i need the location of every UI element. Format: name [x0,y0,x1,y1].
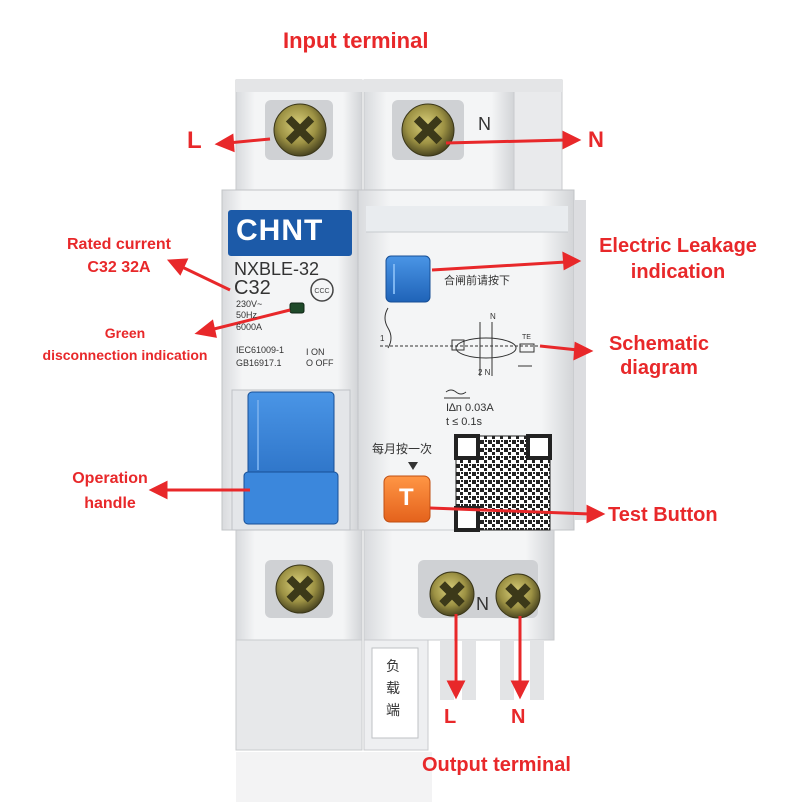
schematic-line-2: diagram [620,357,698,379]
output-n-label: N [511,706,526,728]
ccc-mark-icon: CCC [310,278,334,302]
leakage-indicator-button [385,255,431,303]
standard-iec: IEC61009-1 [236,345,285,355]
leakage-indication-label: Electric Leakage indication [578,233,778,285]
top-n-mark: N [478,114,491,134]
green-line-2: disconnection indication [42,347,208,363]
arrow-icon [148,130,606,700]
load-char-1: 负 [386,658,400,674]
schematic-top-n: N [490,312,496,321]
standard-gb: GB16917.1 [236,358,282,368]
rated-current-label: Rated current C32 32A [44,233,194,279]
schematic-line-1: Schematic [608,333,710,355]
monthly-test-hint: 每月按一次 [372,442,433,456]
terminal-screw-icon [275,564,325,614]
brand-logo: CHNT [236,214,324,247]
leakage-hint: 合闸前请按下 [444,275,510,287]
schematic-diagram-label: Schematic diagram [594,332,724,380]
rated-current-line-2: C32 32A [87,259,151,276]
input-terminal-label: Input terminal [283,28,429,53]
operation-line-2: handle [84,495,136,512]
model-number: NXBLE-32 [234,259,320,279]
green-indication-label: Green disconnection indication [22,322,228,366]
brand-plate [228,210,352,256]
test-button-label: Test Button [608,504,718,526]
terminal-screw-icon [401,103,455,157]
schematic-bottom: 2 N [478,368,491,377]
rating-code: C32 [234,277,271,299]
schematic-top-1: 1 [380,334,385,343]
on-label: I ON [306,347,325,357]
leakage-line-1: Electric Leakage [599,235,757,257]
test-button [383,475,431,523]
spec-breaking-capacity: 6000A [236,322,263,332]
terminal-screw-icon [495,573,541,619]
schematic-drawing [380,307,540,376]
bottom-n-mark: N [476,594,489,614]
terminal-screw-icon [429,571,475,617]
svg-text:CCC: CCC [314,288,329,295]
leakage-line-2: indication [630,261,726,283]
output-terminal-label: Output terminal [422,754,571,776]
spec-frequency: 50Hz [236,310,258,320]
load-char-2: 载 [386,680,400,696]
spec-voltage: 230V~ [236,299,263,309]
operation-line-1: Operation [72,470,148,487]
operation-handle-label: Operation handle [50,466,170,516]
green-line-1: Green [104,325,146,341]
test-key[interactable]: T [399,484,414,511]
rated-current-line-1: Rated current [66,236,172,253]
input-n-label: N [588,127,604,152]
terminal-screw-icon [273,103,327,157]
output-l-label: L [444,706,457,728]
trip-time: t ≤ 0.1s [446,416,482,428]
load-char-3: 端 [386,702,400,718]
off-label: O OFF [306,358,334,368]
green-indicator-window [289,302,305,314]
schematic-te: TE [522,334,531,341]
residual-current: I∆n 0.03A [446,402,494,414]
input-l-label: L [187,127,202,154]
